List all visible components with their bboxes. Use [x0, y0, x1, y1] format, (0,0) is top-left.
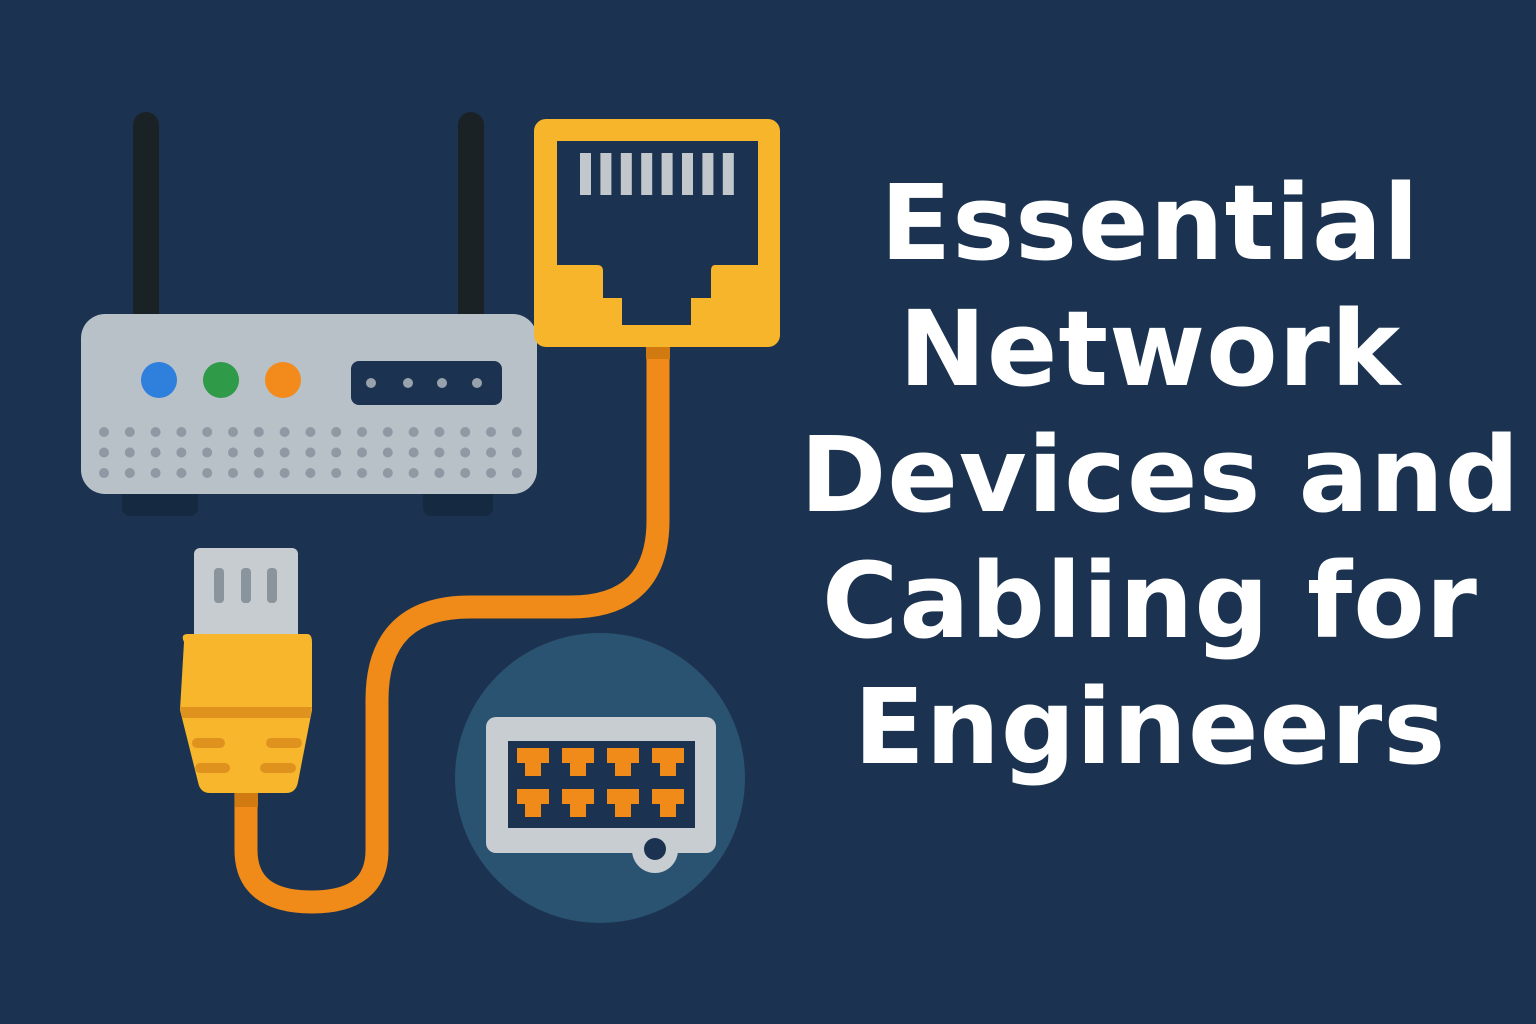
panel-indicator-icon: [472, 378, 482, 388]
vent-hole: [99, 427, 109, 437]
vent-hole: [486, 427, 496, 437]
vent-hole: [305, 427, 316, 437]
switch-port-icon: [607, 748, 639, 776]
network-switch-icon: [455, 633, 745, 923]
switch-port-icon: [607, 789, 639, 817]
vent-hole: [253, 468, 264, 478]
vent-hole: [460, 447, 471, 458]
title-line-1: Essential: [880, 162, 1420, 284]
jack-pins: [580, 153, 734, 195]
panel-indicator-icon: [403, 378, 413, 388]
vent-hole: [460, 427, 471, 437]
vent-hole: [124, 427, 135, 437]
vent-hole: [434, 447, 445, 458]
jack-pin: [600, 153, 612, 195]
title-line-5: Engineers: [853, 666, 1447, 788]
title-line-4: Cabling for: [822, 540, 1478, 662]
vent-hole: [382, 468, 393, 478]
router-body: [81, 314, 537, 494]
page-title: Essential Network Devices and Cabling fo…: [800, 160, 1521, 790]
vent-hole: [331, 468, 342, 478]
jack-pin: [641, 153, 653, 195]
vent-hole: [202, 427, 213, 437]
title-line-3: Devices and: [800, 414, 1521, 536]
vent-hole: [357, 468, 367, 478]
cable-collar: [235, 793, 258, 807]
vent-hole: [511, 447, 522, 458]
switch-port-icon: [652, 748, 684, 776]
switch-port-icon: [652, 789, 684, 817]
jack-pin: [702, 153, 714, 195]
vent-hole: [408, 447, 419, 458]
vent-hole: [253, 427, 264, 437]
vent-hole: [202, 447, 213, 458]
rj45-plug-icon: [180, 548, 312, 793]
vent-hole: [176, 447, 187, 458]
switch-port-icon: [562, 789, 594, 817]
antenna-right-icon: [458, 112, 484, 332]
jack-pin: [620, 153, 632, 195]
cable-collar: [646, 345, 670, 359]
vent-hole: [511, 427, 522, 437]
vent-hole: [279, 427, 290, 437]
vent-hole: [408, 427, 419, 437]
vent-hole: [331, 447, 342, 458]
vent-hole: [228, 427, 238, 437]
vent-hole: [124, 447, 135, 458]
wifi-router-icon: [81, 112, 537, 516]
jack-pin: [682, 153, 693, 195]
vent-hole: [305, 468, 316, 478]
vent-hole: [382, 427, 393, 437]
vent-hole: [460, 468, 471, 478]
led-green-icon: [203, 362, 239, 398]
vent-hole: [202, 468, 213, 478]
vent-hole: [99, 447, 109, 458]
vent-hole: [150, 468, 161, 478]
vent-hole: [176, 468, 187, 478]
vent-hole: [486, 447, 496, 458]
router-panel: [351, 361, 502, 405]
vent-hole: [408, 468, 419, 478]
vent-hole: [279, 468, 290, 478]
router-vents: [99, 427, 522, 478]
vent-hole: [434, 427, 445, 437]
led-orange-icon: [265, 362, 301, 398]
antenna-left-icon: [133, 112, 159, 332]
vent-hole: [150, 447, 161, 458]
rj45-jack-icon: [534, 119, 780, 347]
vent-hole: [279, 447, 290, 458]
vent-hole: [124, 468, 135, 478]
vent-hole: [357, 447, 367, 458]
panel-indicator-icon: [366, 378, 376, 388]
jack-pin: [722, 153, 734, 195]
vent-hole: [357, 427, 367, 437]
title-line-2: Network: [898, 288, 1402, 410]
vent-hole: [228, 447, 238, 458]
switch-port-icon: [517, 789, 549, 817]
vent-hole: [331, 427, 342, 437]
panel-indicator-icon: [437, 378, 447, 388]
switch-ports: [517, 748, 684, 817]
vent-hole: [305, 447, 316, 458]
ethernet-cable-icon: [234, 345, 670, 914]
switch-port-icon: [517, 748, 549, 776]
switch-port-icon: [562, 748, 594, 776]
vent-hole: [253, 447, 264, 458]
vent-hole: [434, 468, 445, 478]
jack-pin: [580, 153, 591, 195]
vent-hole: [150, 427, 161, 437]
vent-hole: [382, 447, 393, 458]
vent-hole: [176, 427, 187, 437]
vent-hole: [228, 468, 238, 478]
vent-hole: [486, 468, 496, 478]
vent-hole: [511, 468, 522, 478]
led-blue-icon: [141, 362, 177, 398]
jack-pin: [661, 153, 673, 195]
vent-hole: [99, 468, 109, 478]
